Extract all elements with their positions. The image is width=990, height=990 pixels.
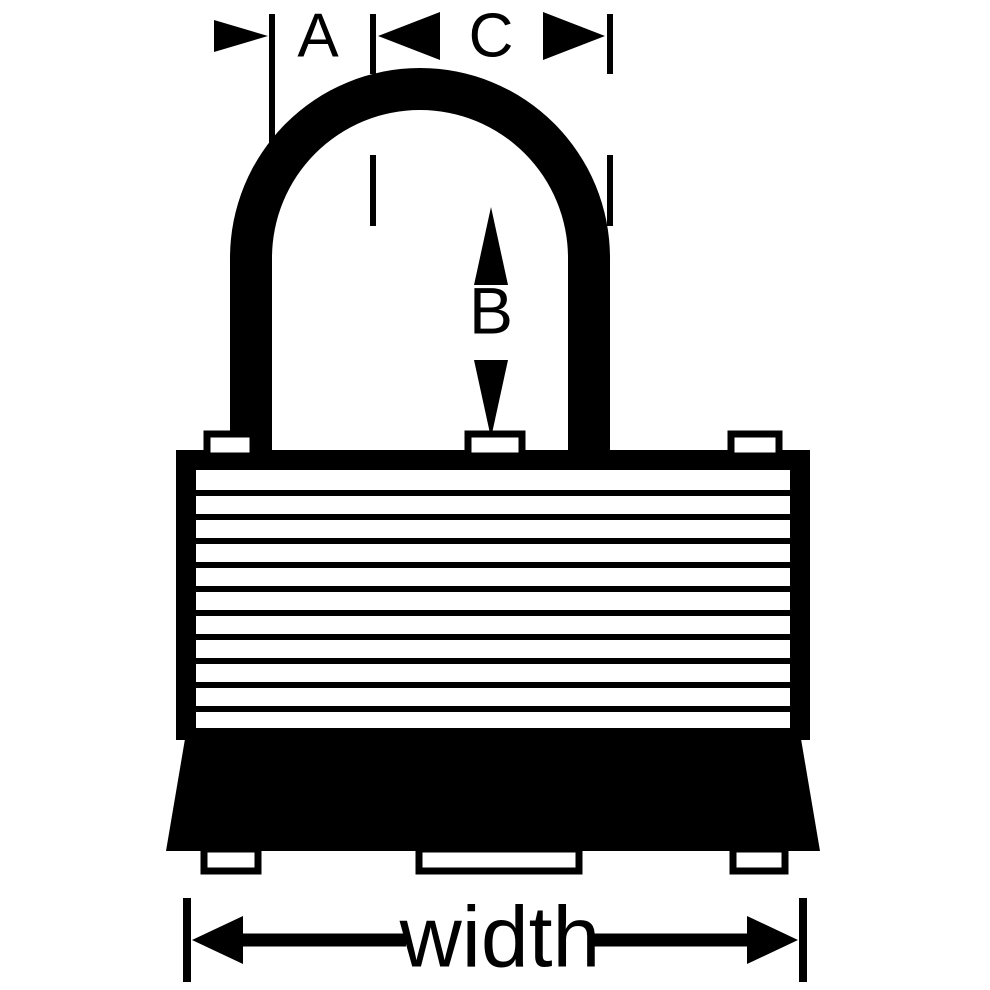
dimension-width-label-backdrop xyxy=(406,898,594,986)
dimension-width: width xyxy=(183,890,807,986)
bottom-rivet-tab-center xyxy=(415,845,583,875)
dimension-b-arrowhead-up xyxy=(474,207,508,285)
dimension-c: C xyxy=(378,1,605,70)
shackle xyxy=(230,68,610,455)
dimension-a: A xyxy=(214,1,339,70)
rubber-bumper xyxy=(166,733,820,851)
bottom-rivet-tabs xyxy=(200,845,789,875)
dimension-c-arrowhead-right xyxy=(543,12,605,60)
dimension-width-label: width xyxy=(399,890,601,986)
lock-body-face xyxy=(196,470,790,728)
top-rivet-tab-left xyxy=(203,430,257,460)
top-rivet-tabs xyxy=(203,430,783,460)
top-rivet-tab-center xyxy=(464,430,526,460)
dimension-b-label: B xyxy=(469,273,513,347)
dimension-c-label: C xyxy=(469,1,514,70)
bottom-rivet-tab-right xyxy=(729,845,789,875)
dimension-width-arrowhead-left xyxy=(192,916,243,964)
dimension-width-arrowhead-right xyxy=(747,916,798,964)
laminate-lines xyxy=(196,490,790,712)
dimension-a-label: A xyxy=(297,1,339,70)
dimension-b-arrowhead-down xyxy=(474,360,508,438)
dimension-a-arrowhead-right xyxy=(214,20,268,52)
dimension-c-arrowhead-left xyxy=(378,12,440,60)
top-rivet-tab-right xyxy=(727,430,783,460)
dimension-b: B xyxy=(469,207,513,438)
bottom-rivet-tab-left xyxy=(200,845,262,875)
